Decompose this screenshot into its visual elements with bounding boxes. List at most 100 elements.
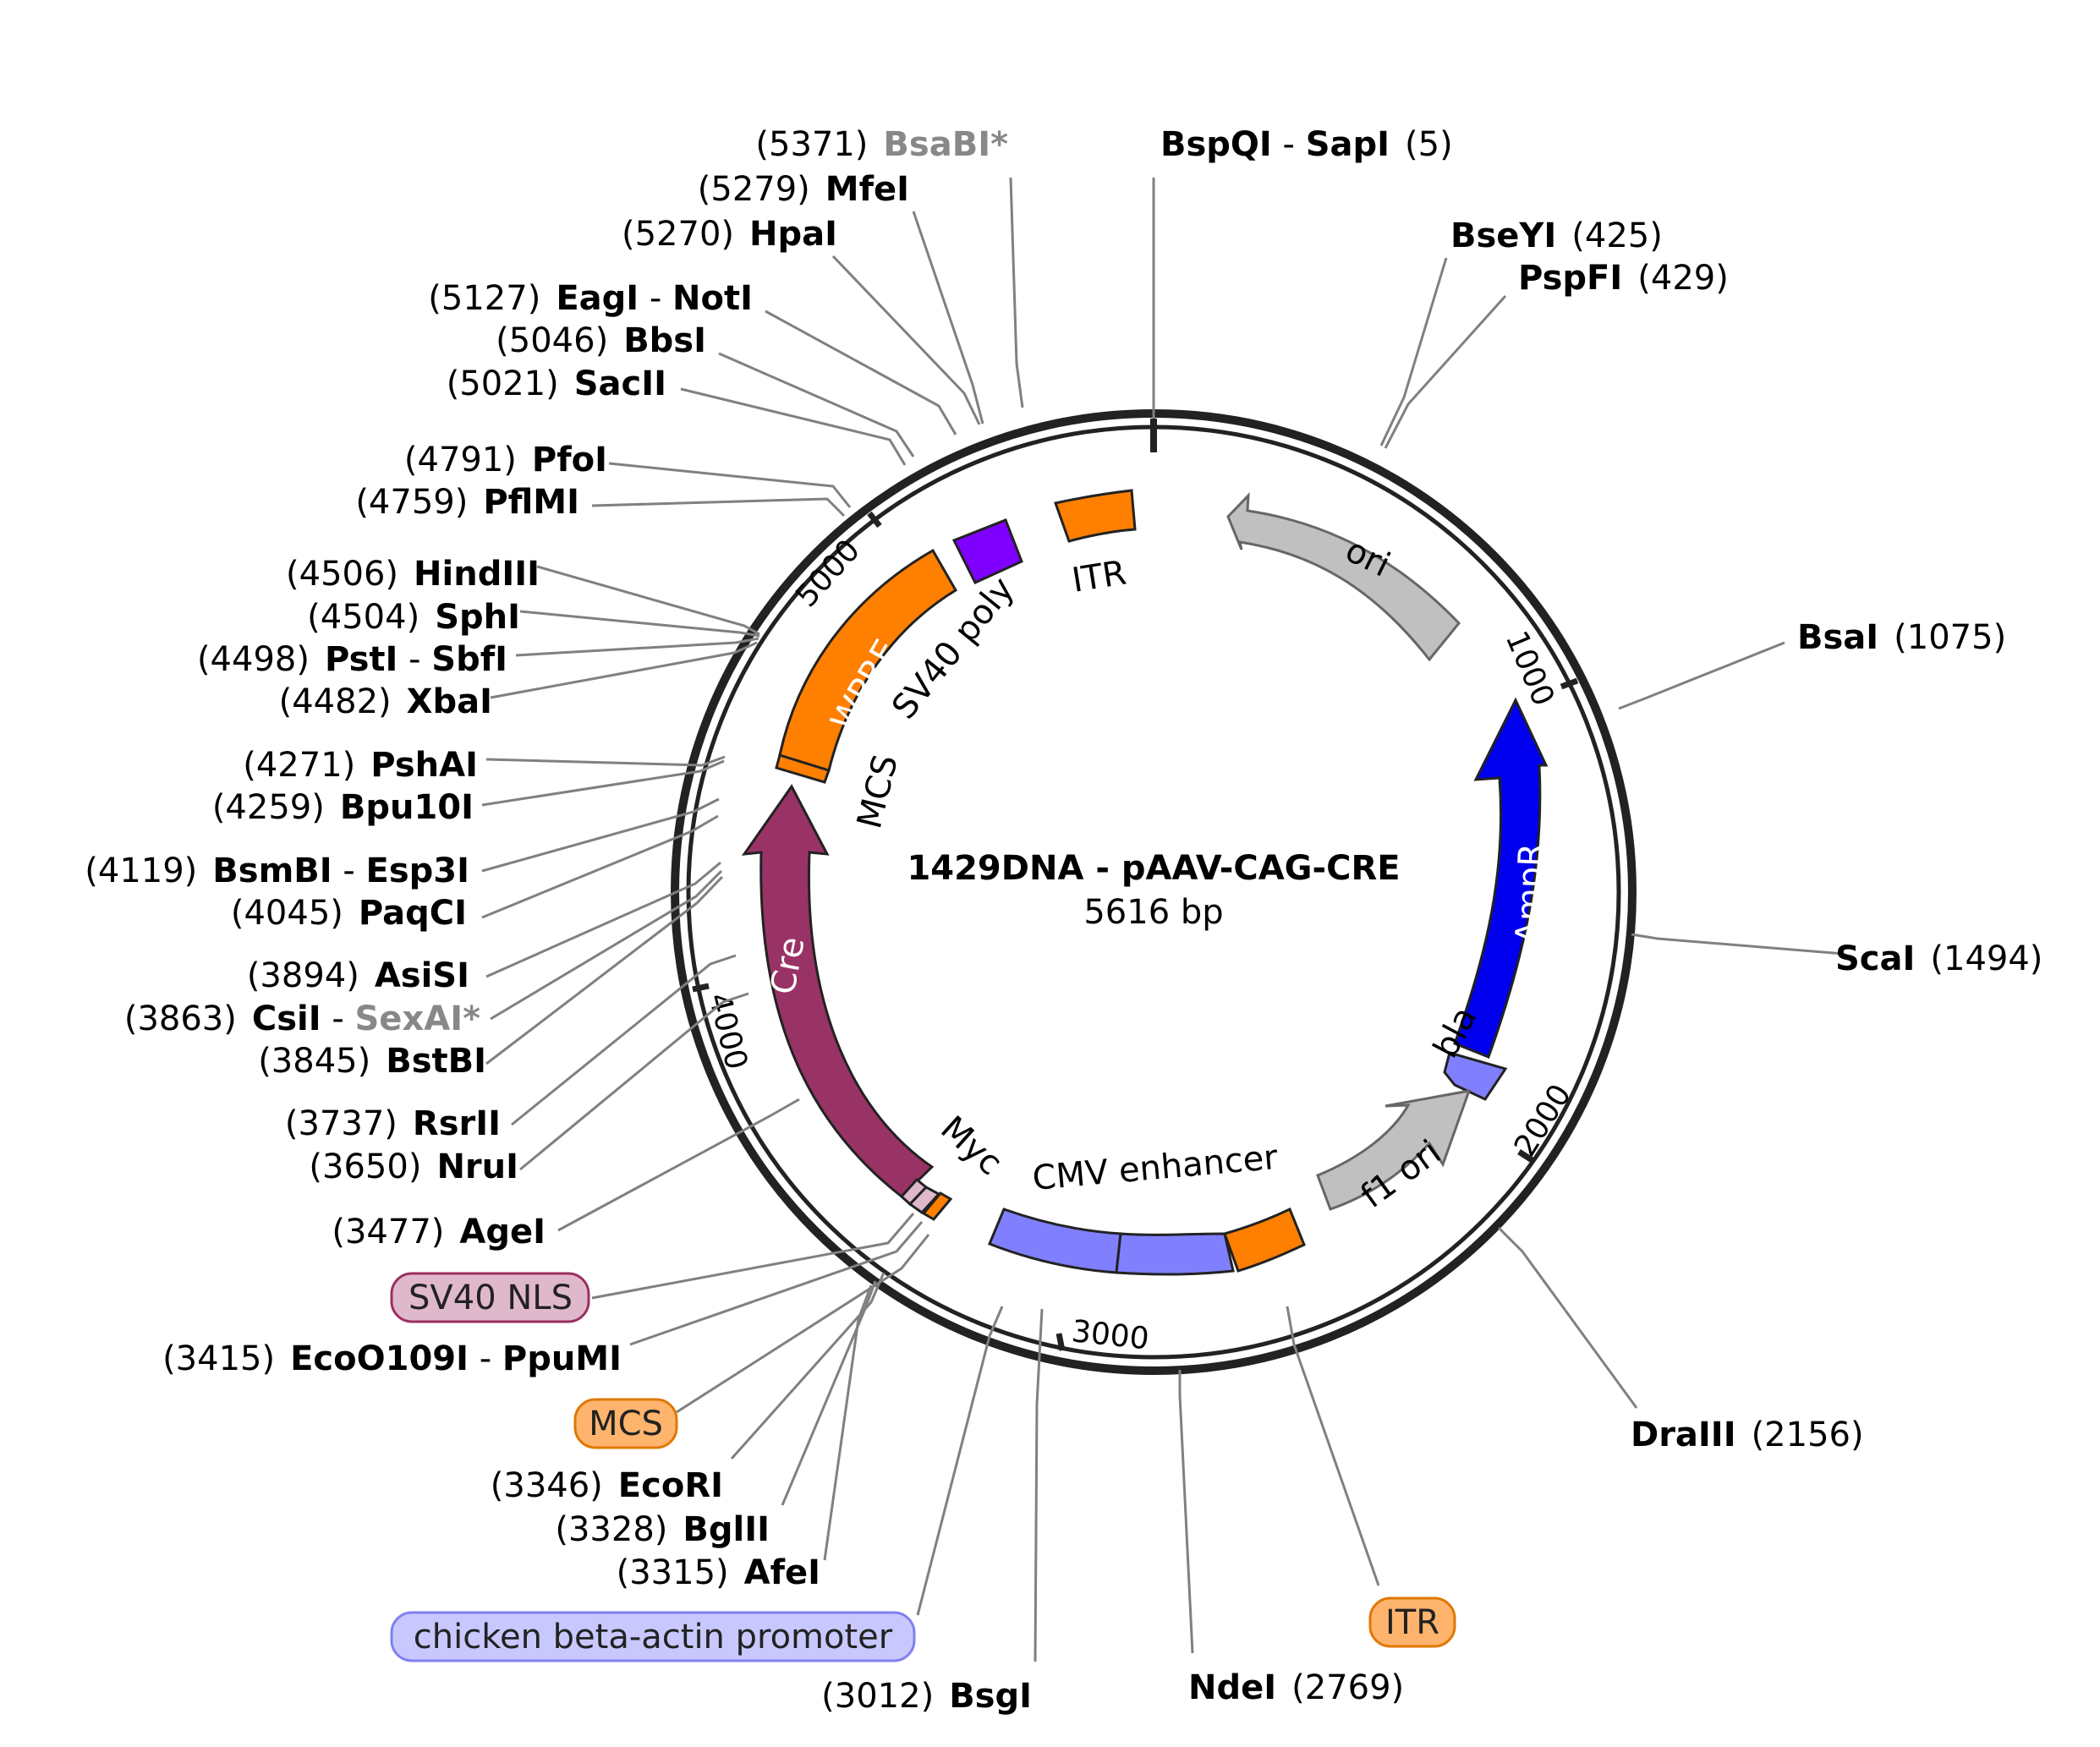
leader-draiii: [1497, 1226, 1638, 1409]
itr-tag: ITR: [1368, 1596, 1456, 1648]
chicken-beta-actin-promoter: [1115, 1232, 1235, 1276]
tick-1000: [1560, 677, 1579, 690]
leader-bstbi: [485, 875, 724, 1065]
site-eagi: (5127)EagI - NotI: [428, 279, 753, 318]
site-bspqi: BspQI - SapI(5): [1160, 125, 1453, 164]
leader-scai: [1631, 933, 1845, 956]
leader-csii: [490, 869, 723, 1021]
site-scai: ScaI(1494): [1835, 939, 2042, 978]
site-afei: (3315)AfeI: [617, 1553, 820, 1592]
site-draiii: DraIII(2156): [1631, 1416, 1864, 1454]
leader-afei: [823, 1284, 873, 1561]
svg-text:MCS: MCS: [589, 1405, 663, 1443]
leader-bsabi: [1009, 177, 1024, 408]
leader-paqci: [481, 814, 719, 919]
itr-top: [1054, 489, 1137, 543]
ampr-label: AmpR: [1509, 842, 1551, 945]
leader-ecori: [730, 1272, 886, 1459]
plasmid-name: 1429DNA - pAAV-CAG-CRE: [907, 849, 1400, 888]
site-xbai: (4482)XbaI: [279, 682, 492, 721]
svg-text:chicken beta-actin promoter: chicken beta-actin promoter: [414, 1618, 893, 1657]
plasmid-size: 5616 bp: [1083, 893, 1223, 932]
site-rsrii: (3737)RsrII: [285, 1104, 501, 1143]
cmv-enhancer: [988, 1208, 1122, 1274]
bla-arrow: [1443, 1051, 1508, 1101]
leader-bpu10i: [481, 759, 725, 807]
site-pspfi: PspFI(429): [1518, 259, 1729, 298]
boxed-labels: SV40 NLS MCS chicken beta-actin promoter…: [390, 1272, 1456, 1662]
sv40-nls-tag: SV40 NLS: [390, 1272, 590, 1323]
leader-hindiii: [536, 565, 760, 636]
mcs-tag: MCS: [573, 1398, 678, 1449]
site-ndei: NdeI(2769): [1188, 1668, 1404, 1707]
itr-top-label: ITR: [1069, 553, 1128, 600]
leader-lines: [481, 177, 1845, 1662]
site-pfoi: (4791)PfoI: [404, 441, 607, 479]
leader-asisi: [485, 861, 721, 978]
leader-pshai: [485, 755, 726, 767]
tick-label-3000: 3000: [1070, 1314, 1150, 1356]
site-bsabi: (5371)BsaBI*: [755, 125, 1008, 164]
leader-ndei2: [1178, 1370, 1194, 1654]
leader-bsgi: [1034, 1308, 1044, 1662]
cre-arrow: [741, 784, 935, 1198]
leader-pflmi: [591, 497, 846, 518]
site-hindiii: (4506)HindIII: [286, 555, 540, 594]
leader-bsai: [1618, 641, 1785, 710]
leader-mcs: [676, 1234, 930, 1414]
leader-rsrii: [511, 954, 737, 1126]
tick-label-1000: 1000: [1499, 626, 1561, 710]
leader-bsmbi: [481, 797, 720, 873]
site-csii: (3863)CsiI - SexAI*: [124, 999, 480, 1038]
leader-ecoo109i: [629, 1221, 924, 1346]
site-ecoo109i: (3415)EcoO109I - PpuMI: [162, 1339, 622, 1378]
site-bseyi: BseYI(425): [1450, 216, 1663, 255]
site-bsmbi: (4119)BsmBI - Esp3I: [85, 852, 469, 890]
site-ecori: (3346)EcoRI: [491, 1466, 723, 1505]
site-bstbi: (3845)BstBI: [258, 1042, 486, 1081]
svg-text:SV40 NLS: SV40 NLS: [408, 1279, 573, 1317]
mcs-bottom: [921, 1191, 953, 1221]
svg-text:ITR: ITR: [1385, 1603, 1439, 1642]
site-pshai: (4271)PshAI: [243, 746, 478, 785]
site-pflmi: (4759)PflMI: [355, 483, 579, 522]
wpre-block: [778, 548, 958, 772]
tick-2000: [1517, 1149, 1535, 1164]
leader-mfei: [912, 211, 984, 424]
site-asisi: (3894)AsiSI: [247, 956, 469, 995]
itr-bottom: [1223, 1207, 1306, 1273]
ampr-arrow: [1453, 697, 1549, 1059]
leader-pfoi: [608, 462, 852, 508]
sv40-polya-block: [951, 518, 1023, 584]
chicken-beta-actin-promoter-tag: chicken beta-actin promoter: [390, 1611, 916, 1662]
site-nrui: (3650)NruI: [309, 1147, 518, 1186]
leader-sacii: [680, 387, 907, 466]
mcs-top-label: MCS: [850, 751, 906, 832]
tick-3000: [1055, 1333, 1066, 1351]
tick-4000: [692, 983, 710, 993]
leader-psti: [515, 637, 759, 657]
site-mfei: (5279)MfeI: [698, 170, 909, 209]
leader-bbsi: [718, 352, 915, 457]
leader-pspfi: [1384, 294, 1507, 449]
leader-hpai: [831, 255, 981, 425]
leader-ndei: [1286, 1306, 1380, 1586]
cmv-enhancer-label: CMV enhancer: [1031, 1138, 1280, 1198]
leader-cba: [916, 1306, 1004, 1616]
leader-sv40nls: [591, 1213, 915, 1300]
features: ori AmpR bla f1 ori CMV enhancer Cre Myc…: [741, 489, 1551, 1276]
leader-nrui: [519, 992, 749, 1171]
f1-ori-arrow: [1316, 1089, 1472, 1211]
ori-arrow: [1226, 492, 1461, 662]
myc-label: Myc: [933, 1109, 1009, 1183]
site-labels-left: (5371)BsaBI* (5279)MfeI (5270)HpaI (5127…: [85, 125, 1008, 1592]
leader-agei: [557, 1098, 800, 1232]
site-hpai: (5270)HpaI: [622, 215, 837, 254]
site-bsai: BsaI(1075): [1797, 618, 2006, 657]
site-agei: (3477)AgeI: [332, 1213, 546, 1251]
site-bbsi: (5046)BbsI: [496, 321, 706, 360]
site-labels-right: BspQI - SapI(5) BseYI(425) PspFI(429) Bs…: [821, 125, 2042, 1716]
leader-bseyi: [1379, 257, 1448, 446]
tick-5000: [867, 511, 882, 528]
